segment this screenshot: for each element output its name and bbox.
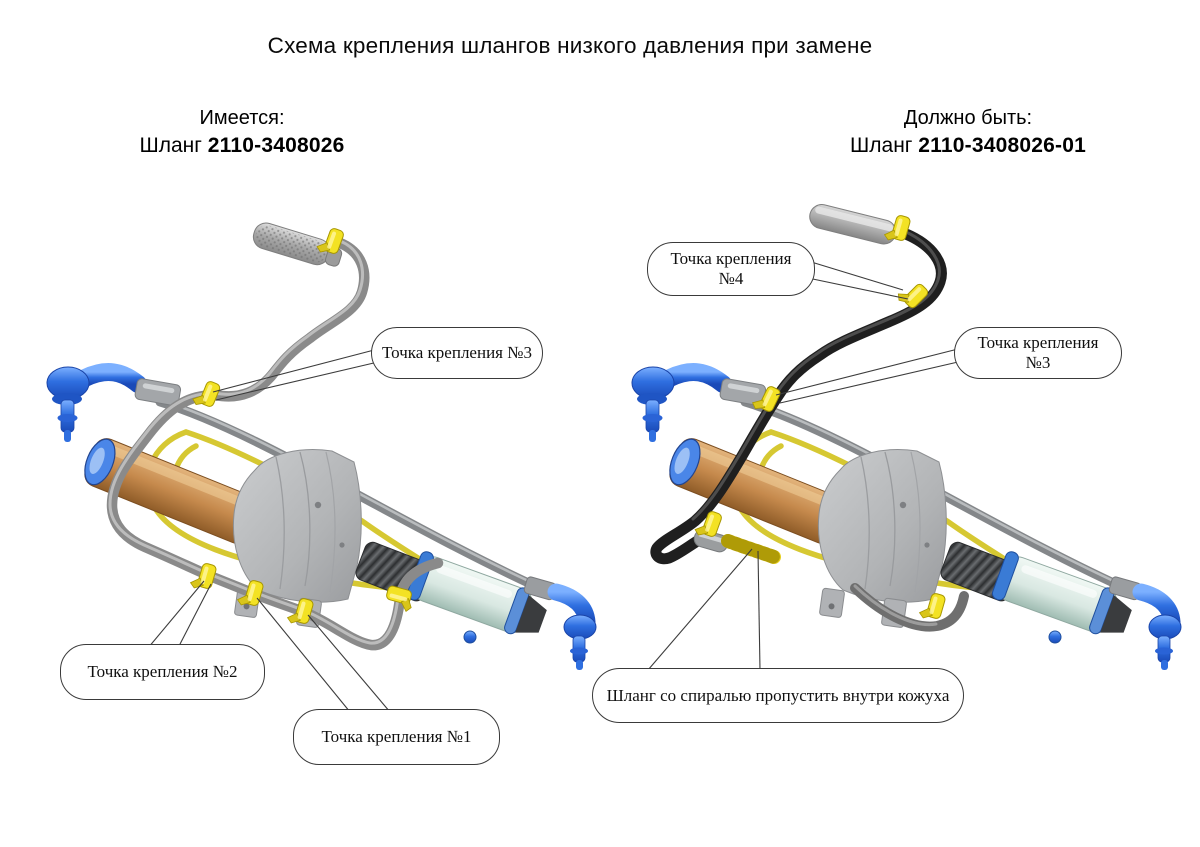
right-part-number: 2110-3408026-01 [918,134,1086,157]
right-leader-lines [647,260,959,671]
hose-low-pressure-old [106,237,444,651]
right-status-label: Должно быть: [903,107,1033,129]
return-hose-gray [850,583,969,632]
left-status-label: Имеется: [199,107,285,129]
left-diagram-current [47,222,596,713]
callout-label: Точка крепления №2 [87,662,238,682]
callout-left-attach-point-1: Точка крепления №1 [293,709,500,765]
right-diagram-required [0,204,1200,671]
callout-spiral-hose-note: Шланг со спиралью пропустить внутри кожу… [592,668,964,723]
callout-label: Точка крепления №3 [977,333,1099,372]
right-hose-part: Шланг 2110-3408026-01 [818,134,1118,158]
callout-right-attach-point-4: Точка крепления №4 [647,242,815,296]
left-hose-part: Шланг 2110-3408026 [102,134,382,158]
left-leader-lines [147,348,391,713]
right-panel-header: Должно быть: Шланг 2110-3408026-01 [818,107,1118,158]
callout-label: Точка крепления №3 [382,343,532,363]
callout-left-attach-point-2: Точка крепления №2 [60,644,265,700]
braided-sleeve [252,222,343,267]
callout-label: Шланг со спиралью пропустить внутри кожу… [606,685,950,705]
smooth-pipe [809,204,897,245]
left-part-number: 2110-3408026 [207,134,345,157]
right-hose-label: Шланг [850,134,913,157]
callout-right-attach-point-3: Точка крепления №3 [954,327,1122,379]
left-hose-label: Шланг [139,134,202,157]
callout-left-attach-point-3: Точка крепления №3 [371,327,543,379]
hose-low-pressure-new [650,228,947,565]
page-title: Схема крепления шлангов низкого давления… [267,33,873,58]
callout-label: Точка крепления №1 [321,727,472,747]
left-panel-header: Имеется: Шланг 2110-3408026 [102,107,382,158]
callout-label: Точка крепления №4 [670,249,792,288]
